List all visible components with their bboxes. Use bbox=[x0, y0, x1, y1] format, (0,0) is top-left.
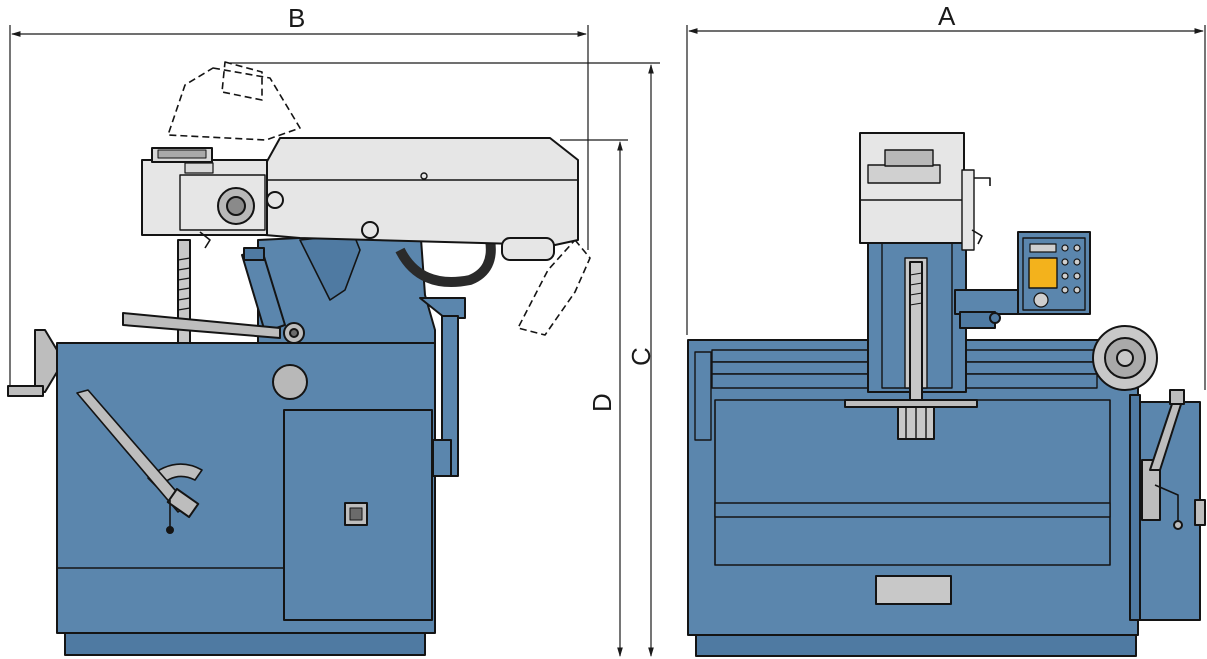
dimension-lines bbox=[9, 25, 1206, 657]
side-head-housing bbox=[264, 137, 579, 246]
side-gauge-icon bbox=[272, 364, 308, 400]
dimension-a-label: A bbox=[938, 1, 956, 31]
front-view bbox=[687, 132, 1206, 657]
front-spindle-shaft bbox=[909, 261, 923, 423]
front-cross-bar bbox=[844, 399, 978, 408]
control-yellow-screen bbox=[1028, 257, 1058, 289]
side-handwheel-icon bbox=[34, 329, 58, 393]
dimension-b-label: B bbox=[288, 3, 305, 33]
side-spindle-screw bbox=[177, 239, 191, 344]
front-nameplate bbox=[875, 575, 952, 605]
tilted-head-outline bbox=[167, 61, 591, 336]
control-buttons bbox=[1061, 244, 1081, 294]
side-view bbox=[7, 61, 591, 656]
dimension-d-label: D bbox=[587, 393, 617, 412]
control-display bbox=[1029, 243, 1057, 253]
side-lever bbox=[122, 312, 281, 339]
side-plinth bbox=[64, 629, 426, 656]
dimension-c-label: C bbox=[626, 347, 656, 366]
